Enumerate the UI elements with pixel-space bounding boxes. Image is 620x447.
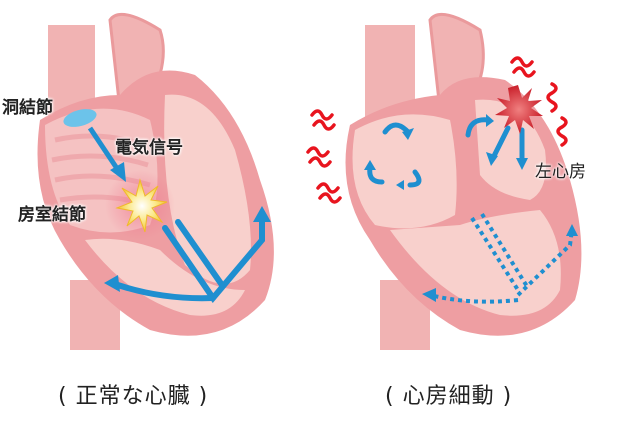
afib-heart-illustration xyxy=(306,12,582,350)
ectopic-spark-icon xyxy=(495,85,543,134)
afib-heart-diagram xyxy=(290,0,620,370)
normal-heart-illustration xyxy=(37,12,274,350)
av-node-label: 房室結節 xyxy=(18,205,86,225)
afib-heart-caption: ( 心房細動 ) xyxy=(385,384,513,409)
chaotic-signal-arrows xyxy=(367,117,525,188)
normal-heart-diagram xyxy=(0,0,310,370)
av-node-spark-icon xyxy=(115,178,168,233)
sinus-node-label: 洞結節 xyxy=(2,98,53,118)
electrical-signal-label: 電気信号 xyxy=(115,138,183,158)
sinus-node-marker xyxy=(63,109,97,127)
fibrillation-squiggle-icons xyxy=(306,56,568,204)
left-atrium-label: 左心房 xyxy=(535,162,586,182)
normal-heart-caption: ( 正常な心臓 ) xyxy=(58,384,209,409)
